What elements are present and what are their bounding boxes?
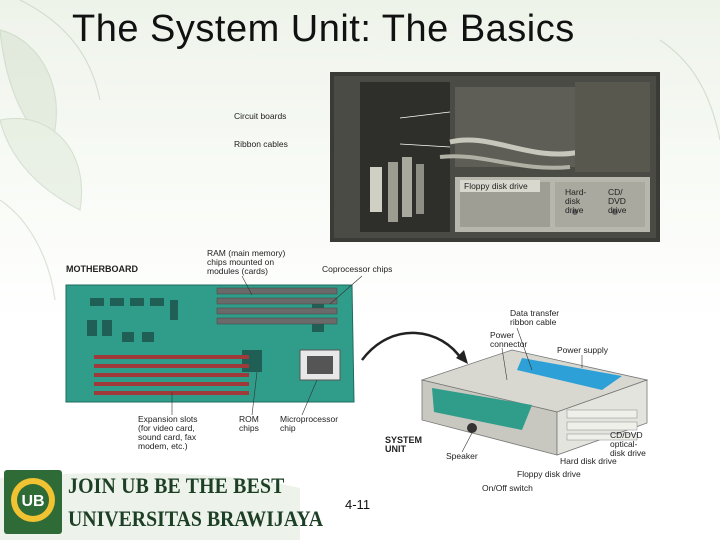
photo-label-ribbon-cables: Ribbon cables [234,139,288,149]
label-data-transfer-2: ribbon cable [510,317,557,327]
label-hard-disk-drive: Hard disk drive [560,456,617,466]
photo-label-cd-3: drive [608,205,627,215]
slide-title: The System Unit: The Basics [72,8,575,51]
logo-text: UB [21,493,44,510]
photo-label-circuit-boards: Circuit boards [234,111,286,121]
photo-left-labels: Circuit boards Ribbon cables [230,105,330,155]
photo-label-floppy: Floppy disk drive [464,181,528,191]
label-micro-2: chip [280,423,296,433]
ub-logo: UB [4,470,62,534]
label-system-unit-2: UNIT [385,444,406,454]
label-speaker: Speaker [446,451,478,461]
label-rom-2: chips [239,423,259,433]
motherboard-diagram: MOTHERBOARD RAM (main memory) chips moun… [62,240,662,500]
label-expansion-4: modem, etc.) [138,441,188,451]
slogan-line-1: JOIN UB BE THE BEST [68,473,285,499]
label-coprocessor: Coprocessor chips [322,264,392,274]
label-power-supply: Power supply [557,345,609,355]
label-ram-3: modules (cards) [207,266,268,276]
label-motherboard: MOTHERBOARD [66,264,138,274]
label-power-connector-2: connector [490,339,527,349]
slogan-line-2: UNIVERSITAS BRAWIJAYA [68,506,323,532]
photo-label-hard-3: drive [565,205,584,215]
system-unit-photo: Floppy disk drive Hard- disk drive CD/ D… [330,72,660,242]
slide-number: 4-11 [345,497,370,512]
